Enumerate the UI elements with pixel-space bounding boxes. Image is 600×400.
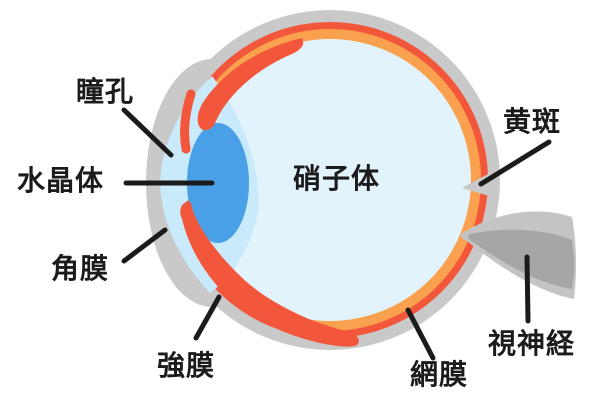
retina-leader-line [405,307,436,361]
leader-lines [121,107,552,361]
sclera-leader-line [193,294,222,341]
iris-lower-sweep [180,200,359,347]
lens-label: 水晶体 [17,165,105,196]
pupil-label: 瞳孔 [76,76,135,107]
cornea-leader-line [121,227,168,264]
iris-upper-strand [180,89,196,154]
vitreous-body-label: 硝子体 [293,163,381,194]
optic-nerve-inner [468,229,575,289]
pupil-leader-line [121,107,174,158]
vitreous-body-area [189,39,471,321]
macula-label: 黄斑 [503,106,562,137]
optic-nerve-leader-line [524,254,531,324]
macula-leader-line [478,139,552,187]
optic-nerve-label: 視神経 [488,328,576,359]
iris-upper-sweep [197,38,304,131]
retina-label: 網膜 [410,359,469,390]
cornea-label: 角膜 [51,253,110,284]
lens-shape [187,123,249,243]
sclera-label: 強膜 [157,350,216,381]
